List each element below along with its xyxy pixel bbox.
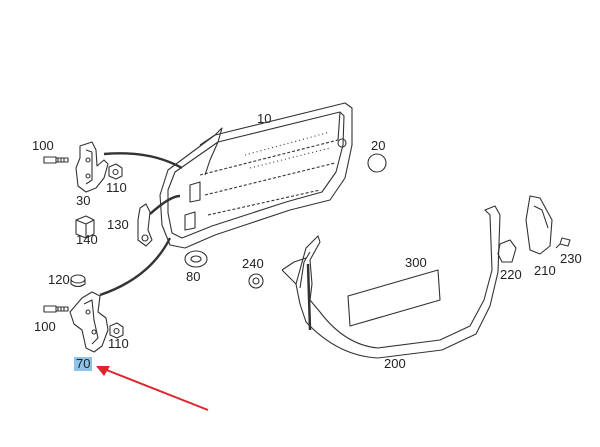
upper-hinge-part bbox=[75, 141, 109, 193]
label-cap: 120 bbox=[48, 272, 70, 287]
label-trim-panel: 210 bbox=[534, 263, 556, 278]
buffer-part bbox=[184, 250, 208, 268]
label-door-shell: 10 bbox=[257, 111, 272, 126]
screw-part bbox=[555, 237, 571, 249]
label-bolt-lower: 100 bbox=[34, 319, 56, 334]
corner-seal-part bbox=[347, 269, 441, 327]
grommet-part bbox=[248, 273, 264, 289]
leader-lower bbox=[99, 237, 172, 297]
lower-hinge-part bbox=[69, 291, 109, 353]
label-grommet: 240 bbox=[242, 256, 264, 271]
stopper-part bbox=[75, 215, 95, 239]
label-buffer: 80 bbox=[186, 269, 201, 284]
door-shell-part bbox=[159, 102, 353, 249]
trim-panel-part bbox=[525, 195, 553, 255]
bumper-part bbox=[497, 239, 517, 263]
callout-arrow bbox=[96, 366, 209, 411]
label-check-strap: 130 bbox=[107, 217, 129, 232]
label-stopper: 140 bbox=[76, 232, 98, 247]
seal-part bbox=[281, 205, 501, 359]
label-screw: 230 bbox=[560, 251, 582, 266]
label-nut-lower: 110 bbox=[108, 336, 129, 351]
cap-part bbox=[70, 274, 86, 288]
plug-part bbox=[367, 153, 387, 173]
leader-middle bbox=[149, 194, 181, 215]
check-strap-part bbox=[137, 203, 153, 247]
label-corner-seal: 300 bbox=[405, 255, 427, 270]
label-seal: 200 bbox=[384, 356, 406, 371]
nut-lower-part bbox=[109, 322, 124, 339]
label-bumper: 220 bbox=[500, 267, 522, 282]
label-plug: 20 bbox=[371, 138, 386, 153]
leader-upper bbox=[103, 152, 183, 170]
bolt-upper-part bbox=[43, 156, 69, 164]
bolt-lower-part bbox=[43, 305, 69, 313]
label-upper-hinge: 30 bbox=[76, 193, 91, 208]
label-lower-hinge: 70 bbox=[74, 356, 93, 371]
nut-upper-part bbox=[108, 163, 123, 180]
label-bolt-upper: 100 bbox=[32, 138, 54, 153]
label-nut-upper: 110 bbox=[106, 180, 127, 195]
